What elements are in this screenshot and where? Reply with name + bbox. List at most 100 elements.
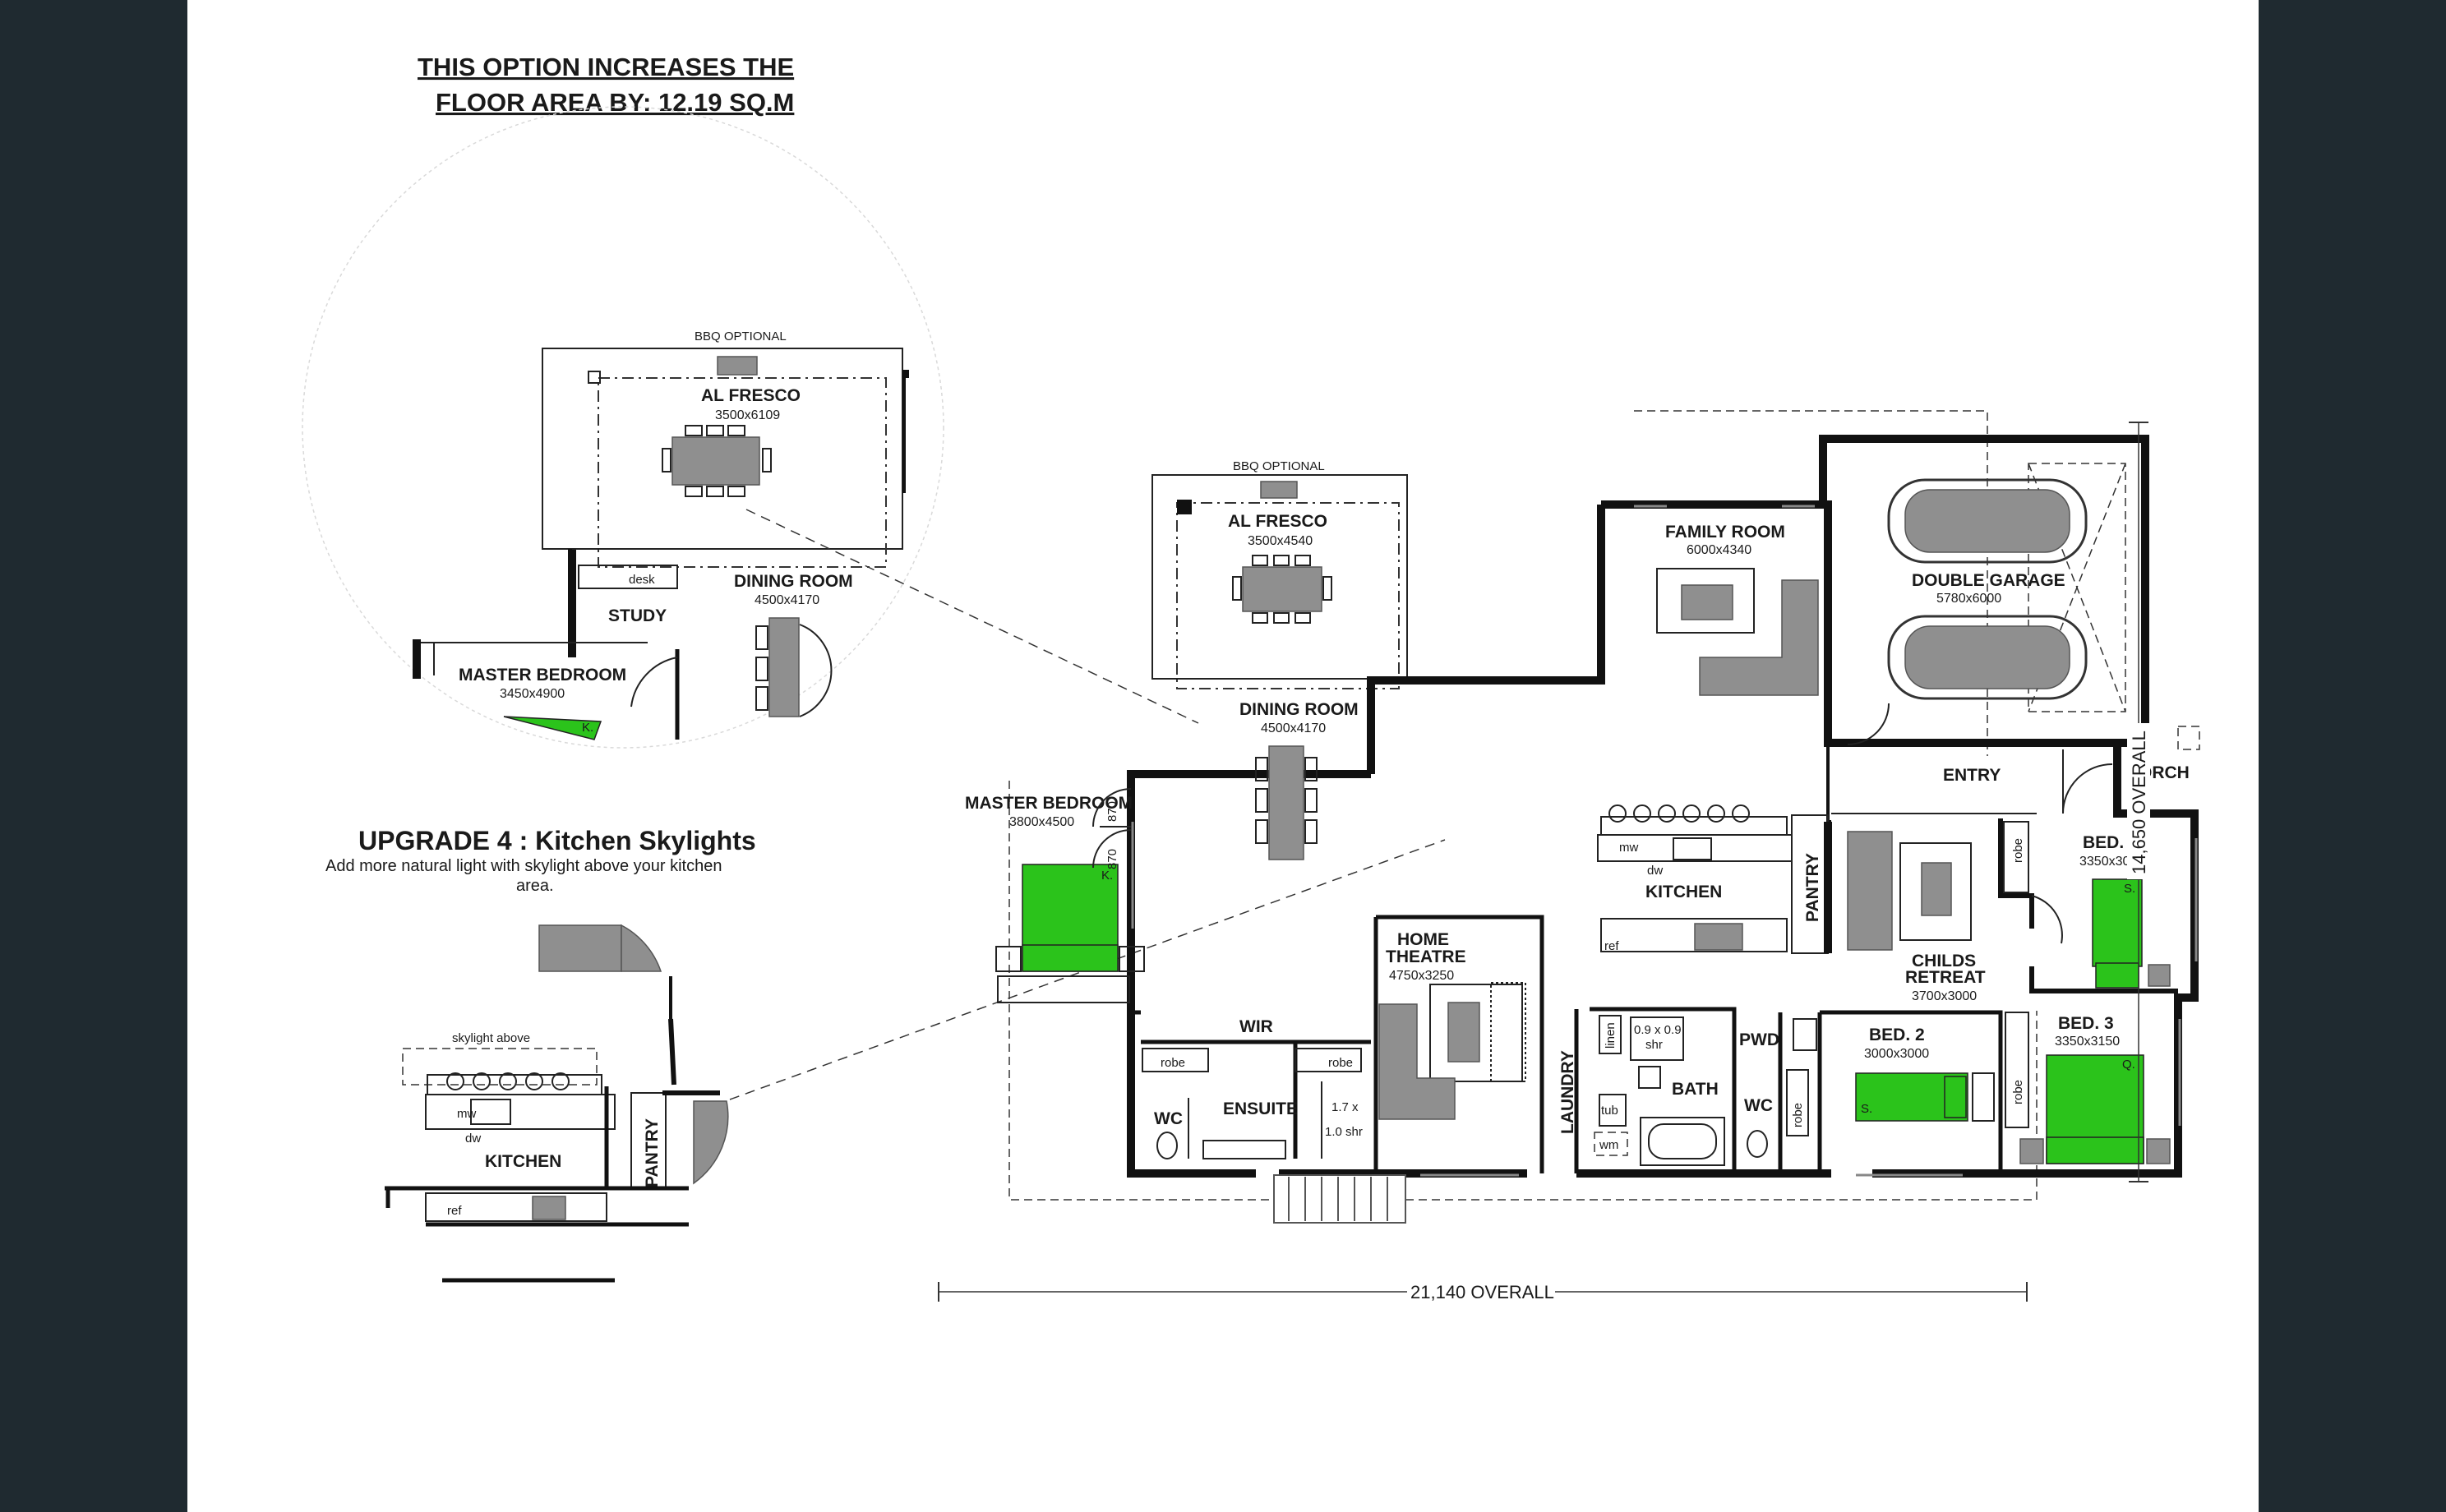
overall-width-dimension: 21,140 OVERALL (938, 1280, 2028, 1303)
laundry-label: LAUNDRY (1558, 1050, 1577, 1134)
bed3-dim: 3350x3150 (2055, 1035, 2120, 1049)
inset-study-label: STUDY (608, 606, 667, 625)
inset-bbq-label: BBQ OPTIONAL (695, 330, 787, 343)
retreat-label-line1: CHILDS (1912, 952, 1976, 970)
family-room-label: FAMILY ROOM (1665, 523, 1785, 542)
theatre-dim: 4750x3250 (1389, 969, 1454, 983)
ensuite-label: ENSUITE (1223, 1099, 1298, 1118)
robe-label-d: robe (1791, 1103, 1805, 1127)
step-icon (1273, 1174, 1406, 1224)
robe-label-a: robe (2011, 838, 2025, 863)
plan-ref-label: ref (1604, 939, 1619, 953)
dining-room-label: DINING ROOM (1239, 700, 1359, 719)
bed2-label: BED. 2 (1869, 1026, 1925, 1044)
entry-label: ENTRY (1943, 766, 2001, 785)
family-room-dim: 6000x4340 (1687, 543, 1751, 557)
option-header-line1: THIS OPTION INCREASES THE (418, 53, 794, 81)
dining-table-icon (1255, 745, 1318, 860)
linen-label: linen (1604, 1022, 1618, 1049)
inset-bbq-icon (717, 356, 758, 376)
floor-plan-drawing: THIS OPTION INCREASES THE FLOOR AREA BY:… (302, 53, 2200, 1303)
kitchen-label: KITCHEN (1645, 883, 1722, 901)
cooktop-icon (1694, 923, 1743, 951)
overall-depth-label: 14,650 OVERALL (2129, 731, 2149, 874)
theatre-label-line2: THEATRE (1386, 947, 1466, 966)
inset-desk (578, 565, 678, 589)
pantry-inset-label: PANTRY (643, 1118, 662, 1187)
inset-alfresco-label: AL FRESCO (701, 386, 801, 405)
alfresco-dim: 3500x4540 (1248, 534, 1313, 548)
bed2-dim: 3000x3000 (1864, 1047, 1929, 1061)
upgrade-title: UPGRADE 4 : Kitchen Skylights (358, 826, 756, 855)
option-leader-line (745, 509, 1199, 724)
overall-width-label: 21,140 OVERALL (1410, 1282, 1554, 1302)
door-width-2: 870 (1105, 849, 1119, 869)
inset-dining-table-icon (755, 617, 833, 717)
pantry-label: PANTRY (1803, 853, 1822, 922)
alfresco-area (1151, 474, 1408, 680)
theatre-label-line1: HOME (1397, 930, 1449, 949)
retreat-sofa-icon (1847, 831, 1972, 951)
garage-label: DOUBLE GARAGE (1912, 571, 2065, 590)
upgrade-desc-line2: area. (516, 877, 554, 895)
robe-label-e: robe (2011, 1080, 2025, 1104)
alfresco-table-icon (1232, 555, 1332, 624)
robe-label-b: robe (1161, 1056, 1185, 1070)
kitchen-inset: skylight above mw dw KITCHEN PANTRY ref (385, 924, 729, 1283)
overall-depth-dimension: 14,650 OVERALL (2127, 422, 2150, 1182)
option-header-line2: FLOOR AREA BY: 12.19 SQ.M (436, 88, 794, 117)
master-bed-tag: K. (1101, 869, 1113, 883)
bathtub-icon (1640, 1117, 1725, 1166)
kitchen-inset-label: KITCHEN (485, 1152, 561, 1171)
pwd-label: PWD (1739, 1030, 1779, 1049)
master-bedroom-dim: 3800x4500 (1009, 815, 1074, 829)
robe-label-c: robe (1328, 1056, 1353, 1070)
shower2-line2: shr (1645, 1038, 1663, 1052)
inset-alfresco-dim: 3500x6109 (715, 408, 780, 422)
shower1-line2: 1.0 shr (1325, 1125, 1363, 1139)
bed2-tag: S. (1861, 1102, 1872, 1116)
plan-mw-label: mw (1619, 841, 1638, 855)
plan-dw-label: dw (1647, 864, 1663, 878)
shower2-line1: 0.9 x 0.9 (1634, 1023, 1682, 1037)
retreat-label-line2: RETREAT (1905, 968, 1986, 987)
bed3-tag: Q. (2122, 1058, 2135, 1072)
bed4-bed-icon (2092, 878, 2143, 967)
kitchen-skylight-outline (402, 1048, 598, 1086)
tub-label: tub (1601, 1104, 1618, 1118)
inset-dining-dim: 4500x4170 (755, 593, 819, 607)
wc1-label: WC (1154, 1109, 1183, 1128)
bed4-label: BED. 4 (2083, 833, 2139, 852)
upgrade-desc-line1: Add more natural light with skylight abo… (325, 857, 722, 875)
door-width-1: 870 (1105, 801, 1119, 822)
wc2-label: WC (1744, 1096, 1773, 1115)
bbq-label: BBQ OPTIONAL (1233, 459, 1325, 473)
inset-table-icon (662, 425, 772, 497)
bbq-icon (1260, 481, 1298, 499)
kitchen-dw-label: dw (465, 1132, 481, 1146)
car-bottom-icon (1887, 615, 2088, 700)
plan-sheet: THIS OPTION INCREASES THE FLOOR AREA BY:… (187, 0, 2259, 1512)
bed3-label: BED. 3 (2058, 1014, 2114, 1033)
inset-dining-label: DINING ROOM (734, 572, 853, 591)
family-sofa-icon (1656, 568, 1819, 696)
inset-bed-tag: K. (582, 721, 593, 735)
bath-label: BATH (1672, 1080, 1719, 1099)
alfresco-label: AL FRESCO (1228, 512, 1327, 531)
inset-desk-label: desk (629, 573, 655, 587)
car-top-icon (1887, 478, 2088, 564)
retreat-dim: 3700x3000 (1912, 989, 1977, 1003)
inset-master-bed-icon (503, 716, 602, 740)
dining-room-dim: 4500x4170 (1261, 721, 1326, 735)
master-bedroom-label: MASTER BEDROOM (965, 794, 1133, 813)
kitchen-ref-label: ref (447, 1204, 462, 1218)
shower1-line1: 1.7 x (1331, 1100, 1359, 1114)
garage-dim: 5780x6000 (1936, 592, 2001, 606)
wir-label: WIR (1239, 1017, 1273, 1036)
theatre-sofa-icon (1378, 982, 1526, 1120)
option-inset-circle (302, 106, 944, 749)
wm-label: wm (1599, 1138, 1618, 1152)
kitchen-mw-label: mw (457, 1107, 476, 1121)
kitchen-skylight-label: skylight above (452, 1031, 530, 1045)
inset-master-label: MASTER BEDROOM (459, 666, 626, 685)
